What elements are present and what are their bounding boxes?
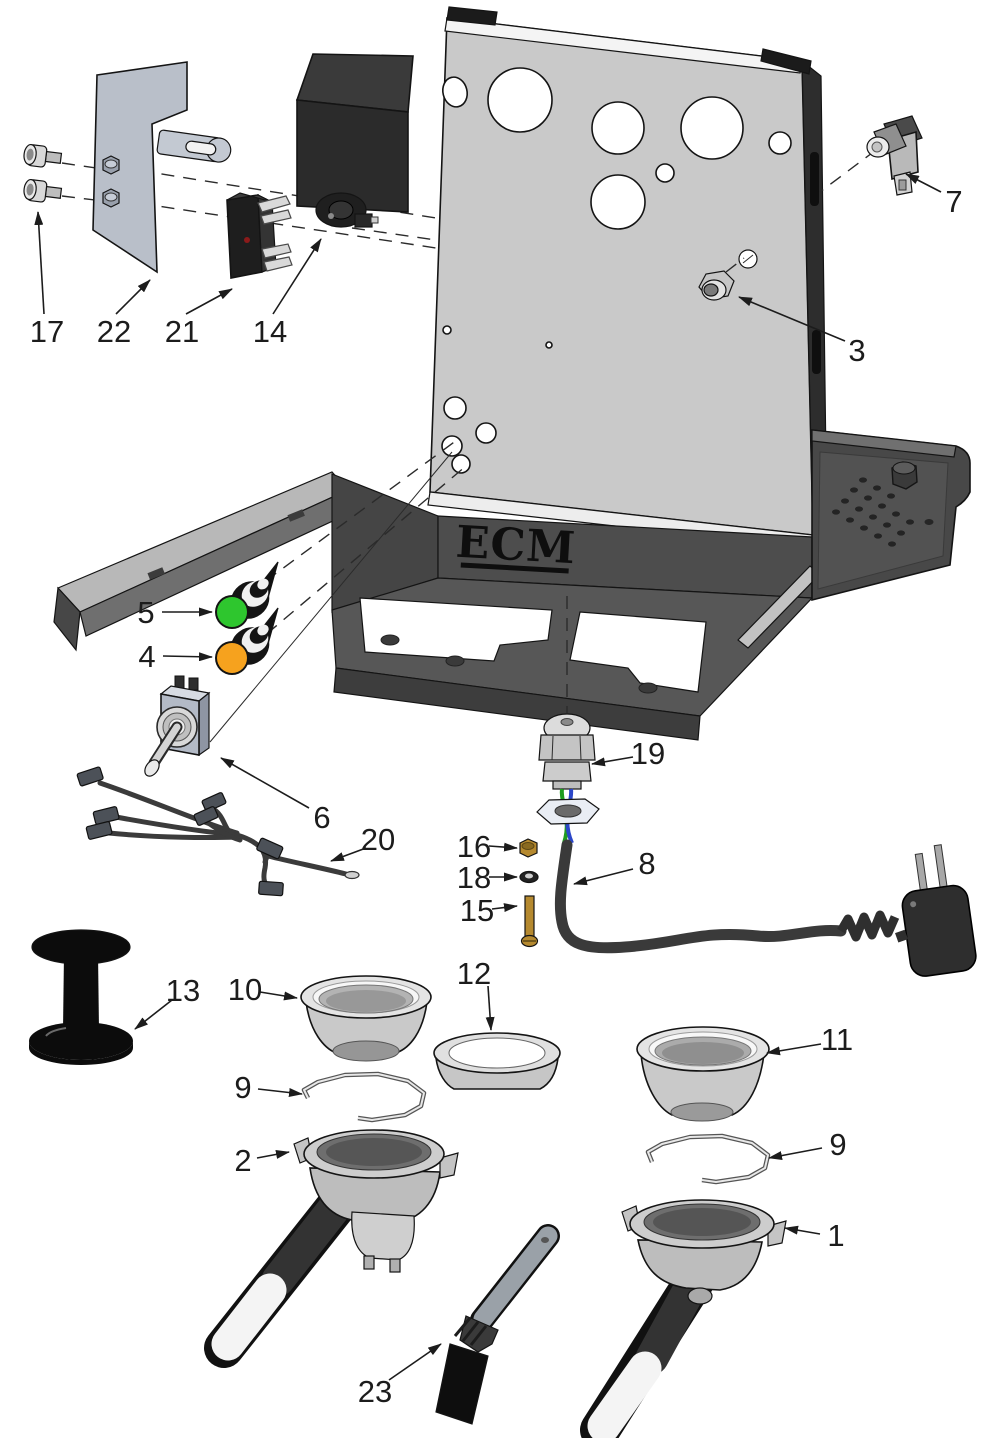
base-tray: ECM <box>53 429 971 741</box>
callout-19: 19 <box>631 736 665 771</box>
callout-15: 15 <box>460 893 494 928</box>
double-spout <box>351 1211 415 1261</box>
back-panel <box>427 6 828 549</box>
amber-indicator-lamp <box>215 607 279 675</box>
callout-21: 21 <box>165 314 199 349</box>
callout-10: 10 <box>228 972 262 1007</box>
callout-1: 1 <box>827 1218 844 1253</box>
socket-head-screws <box>23 143 63 203</box>
panel-tab-left <box>446 6 498 26</box>
floor-cutout-left <box>359 597 553 662</box>
amber-lens <box>217 643 247 673</box>
cleaning-brush <box>435 1224 560 1425</box>
tray-right-pan <box>811 429 971 602</box>
brass-screw <box>520 895 539 948</box>
toggle-switch <box>144 675 211 777</box>
callout-23: 23 <box>358 1374 392 1409</box>
gland-ring-nut <box>536 798 600 825</box>
brush-bristles <box>435 1343 489 1425</box>
callout-3: 3 <box>848 333 865 368</box>
panel-holes <box>441 67 792 474</box>
floor-cutout-right <box>569 611 707 693</box>
tamper <box>29 929 133 1065</box>
callout-11: 11 <box>821 1022 853 1057</box>
callout-18: 18 <box>457 860 491 895</box>
cable-gland <box>538 713 596 790</box>
schuko-plug <box>895 844 977 977</box>
panel-tab-right <box>760 48 812 75</box>
callout-22: 22 <box>97 314 131 349</box>
double-spout-portafilter <box>204 1129 459 1368</box>
tray-left-wall-inner <box>56 471 349 613</box>
sensor-switch <box>866 115 923 196</box>
drip-pan-perforations <box>832 477 914 547</box>
power-cord <box>554 839 977 977</box>
callout-17: 17 <box>30 314 64 349</box>
transformer-box <box>295 53 414 228</box>
leader-lines <box>34 173 942 1381</box>
drip-pan-nut <box>891 461 918 490</box>
bracket-nuts <box>102 155 120 208</box>
mounting-bracket <box>92 61 232 274</box>
strain-relief <box>837 910 900 942</box>
hex-collar-nut <box>698 249 758 301</box>
washer <box>519 870 539 884</box>
callout-20: 20 <box>361 822 395 857</box>
callout-6: 6 <box>313 800 330 835</box>
brass-nut <box>519 838 538 858</box>
wiring-harness <box>76 766 360 897</box>
callout-8: 8 <box>638 846 655 881</box>
callout-9-right: 9 <box>829 1127 846 1162</box>
portafilter <box>580 1199 787 1438</box>
retaining-spring-right <box>645 1133 771 1185</box>
micro-switch <box>226 192 293 279</box>
retaining-spring-left <box>301 1071 427 1123</box>
callout-16: 16 <box>457 829 491 864</box>
callout-13: 13 <box>166 973 200 1008</box>
callout-2: 2 <box>234 1143 251 1178</box>
callout-14: 14 <box>253 314 287 349</box>
callout-7: 7 <box>945 184 962 219</box>
callout-4: 4 <box>138 639 155 674</box>
green-indicator-lamp <box>215 561 279 629</box>
callout-5: 5 <box>137 595 154 630</box>
callout-9-left: 9 <box>234 1070 251 1105</box>
callout-labels: 17 22 21 14 7 3 5 4 6 20 19 16 18 15 8 1… <box>30 184 963 1409</box>
blind-filter-disc <box>433 1032 561 1090</box>
callout-12: 12 <box>457 956 491 991</box>
green-lens <box>217 597 247 627</box>
double-filter-basket <box>636 1026 770 1122</box>
brand-logo: ECM <box>455 517 578 575</box>
single-filter-basket <box>300 975 432 1062</box>
